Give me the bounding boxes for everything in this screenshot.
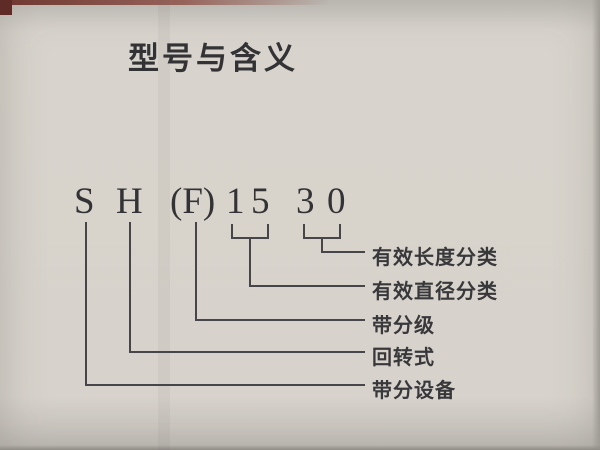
- diagram-title: 型号与含义: [128, 41, 298, 76]
- label-with-grading: 带分级: [372, 315, 435, 337]
- scan-streak: [158, 0, 170, 450]
- label-effective-diameter-class: 有效直径分类: [372, 281, 498, 303]
- line-to-label-grading: [195, 222, 365, 321]
- scan-edge-top: [0, 0, 330, 5]
- line-to-label-equipment: [85, 222, 365, 386]
- scan-corner-top-left: [0, 0, 12, 15]
- line-to-label-rotary: [129, 222, 365, 353]
- scan-edge-bottom: [0, 445, 600, 450]
- label-band-dividing-equipment: 带分设备: [372, 380, 456, 402]
- line-to-label-diameter: [249, 238, 365, 287]
- bracket-diameter-digits: [231, 224, 269, 239]
- label-rotary-type: 回转式: [372, 347, 435, 369]
- label-effective-length-class: 有效长度分类: [372, 247, 498, 269]
- scan-edge-right: [592, 0, 600, 450]
- bracket-length-digits: [303, 224, 341, 239]
- line-to-label-length: [321, 238, 365, 253]
